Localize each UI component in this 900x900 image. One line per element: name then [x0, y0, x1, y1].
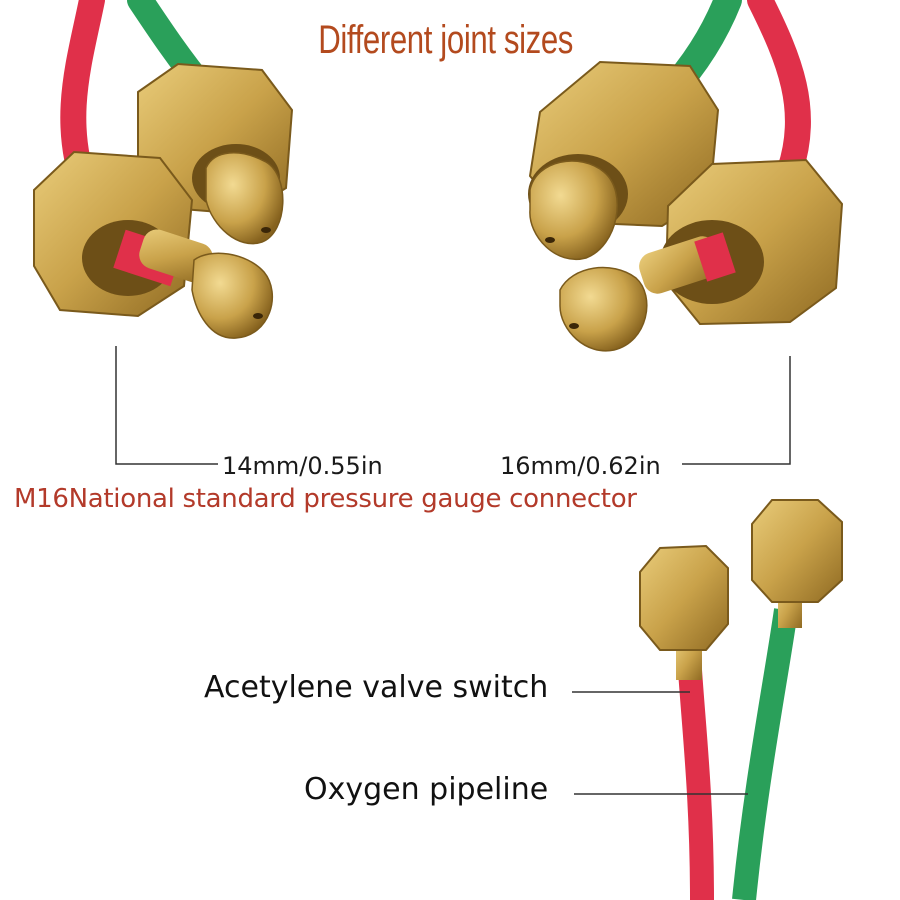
page-title: Different joint sizes	[318, 18, 574, 62]
nipple-nose	[529, 160, 619, 261]
bottom-fittings	[639, 499, 843, 900]
leader-right	[682, 356, 791, 465]
callout-lines	[572, 691, 748, 795]
left-fittings	[33, 0, 294, 339]
nipple-nose	[191, 252, 273, 339]
large-joint-size-label: 16mm/0.62in	[500, 452, 661, 480]
small-joint-size-label: 14mm/0.55in	[222, 452, 383, 480]
red-hose	[678, 669, 714, 900]
hex-nut	[751, 499, 843, 603]
dimension-lines	[115, 346, 791, 465]
red-hose	[747, 0, 812, 183]
leader-left	[115, 346, 218, 465]
right-fittings	[528, 0, 844, 352]
nipple-nose	[559, 266, 648, 352]
green-hose	[732, 608, 798, 900]
nose-hole	[261, 227, 271, 233]
oxygen-callout-label: Oxygen pipeline	[304, 772, 549, 807]
acetylene-callout-label: Acetylene valve switch	[204, 670, 549, 705]
nose-hole	[545, 237, 555, 243]
connector-standard-note: M16National standard pressure gauge conn…	[14, 484, 637, 514]
nose-hole	[569, 323, 579, 329]
nose-hole	[253, 313, 263, 319]
hex-nut	[639, 544, 729, 651]
nipple-nose	[205, 152, 284, 245]
